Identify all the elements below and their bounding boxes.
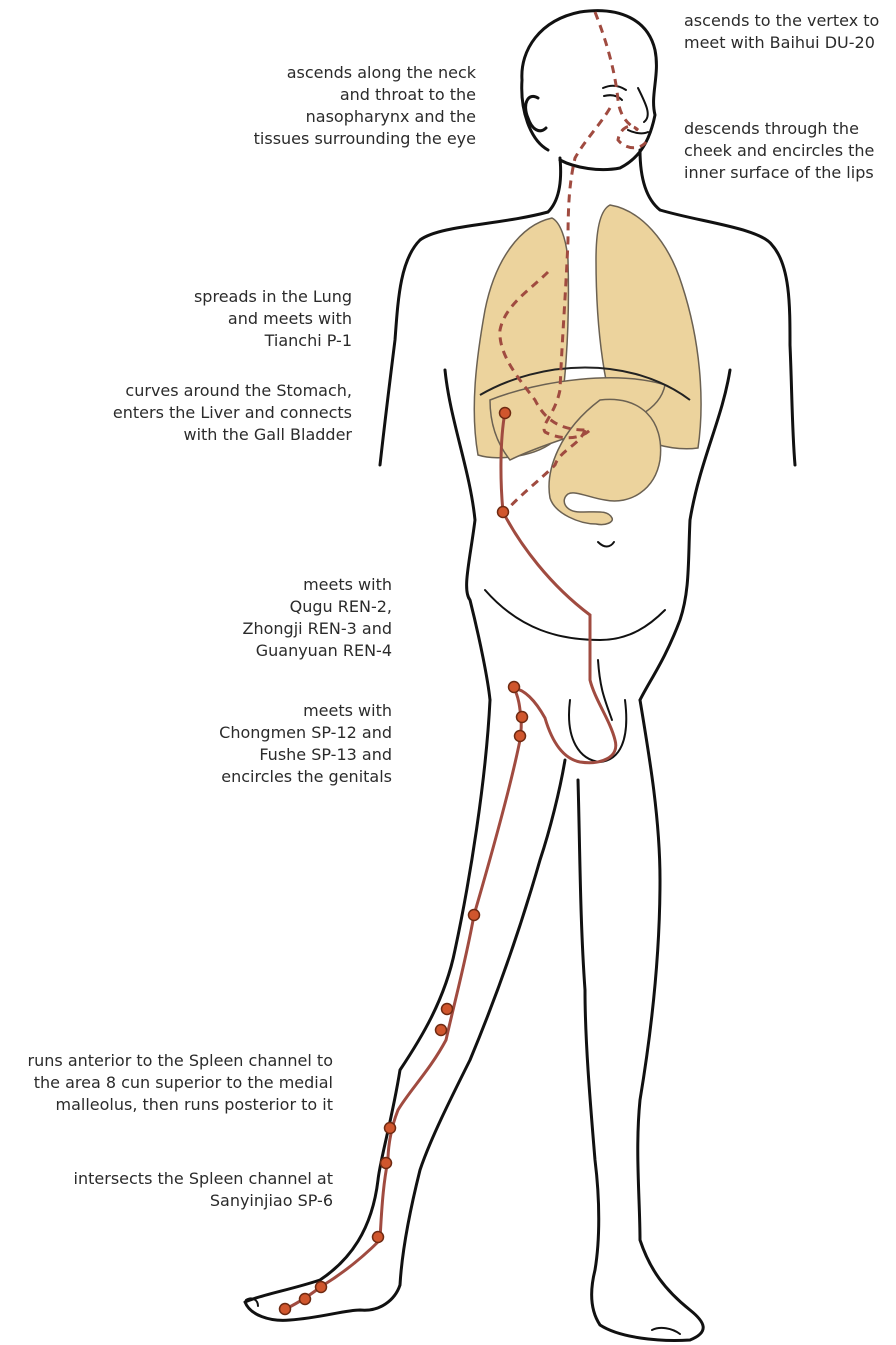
point-tianchi (500, 408, 511, 419)
label-stomach: curves around the Stomach, enters the Li… (113, 380, 352, 446)
point-foot-3 (280, 1304, 291, 1315)
point-knee-1 (442, 1004, 453, 1015)
point-knee-2 (436, 1025, 447, 1036)
label-spleen-channel: runs anterior to the Spleen channel to t… (28, 1050, 333, 1116)
point-foot-2 (300, 1294, 311, 1305)
label-sanyinjiao: intersects the Spleen channel at Sanyinj… (74, 1168, 333, 1212)
label-neck: ascends along the neck and throat to the… (254, 62, 476, 150)
label-genitals: meets with Chongmen SP-12 and Fushe SP-1… (219, 700, 392, 788)
point-foot-1 (316, 1282, 327, 1293)
point-chongmen (509, 682, 520, 693)
point-fushe-1 (517, 712, 528, 723)
label-lung: spreads in the Lung and meets with Tianc… (194, 286, 352, 352)
point-sanyinjiao (373, 1232, 384, 1243)
point-shin-1 (385, 1123, 396, 1134)
point-fushe-2 (515, 731, 526, 742)
body-outline (245, 11, 795, 1341)
point-ren-area (498, 507, 509, 518)
label-vertex: ascends to the vertex to meet with Baihu… (684, 10, 879, 54)
label-cheek: descends through the cheek and encircles… (684, 118, 874, 184)
point-thigh (469, 910, 480, 921)
label-ren: meets with Qugu REN-2, Zhongji REN-3 and… (243, 574, 393, 662)
point-shin-2 (381, 1158, 392, 1169)
